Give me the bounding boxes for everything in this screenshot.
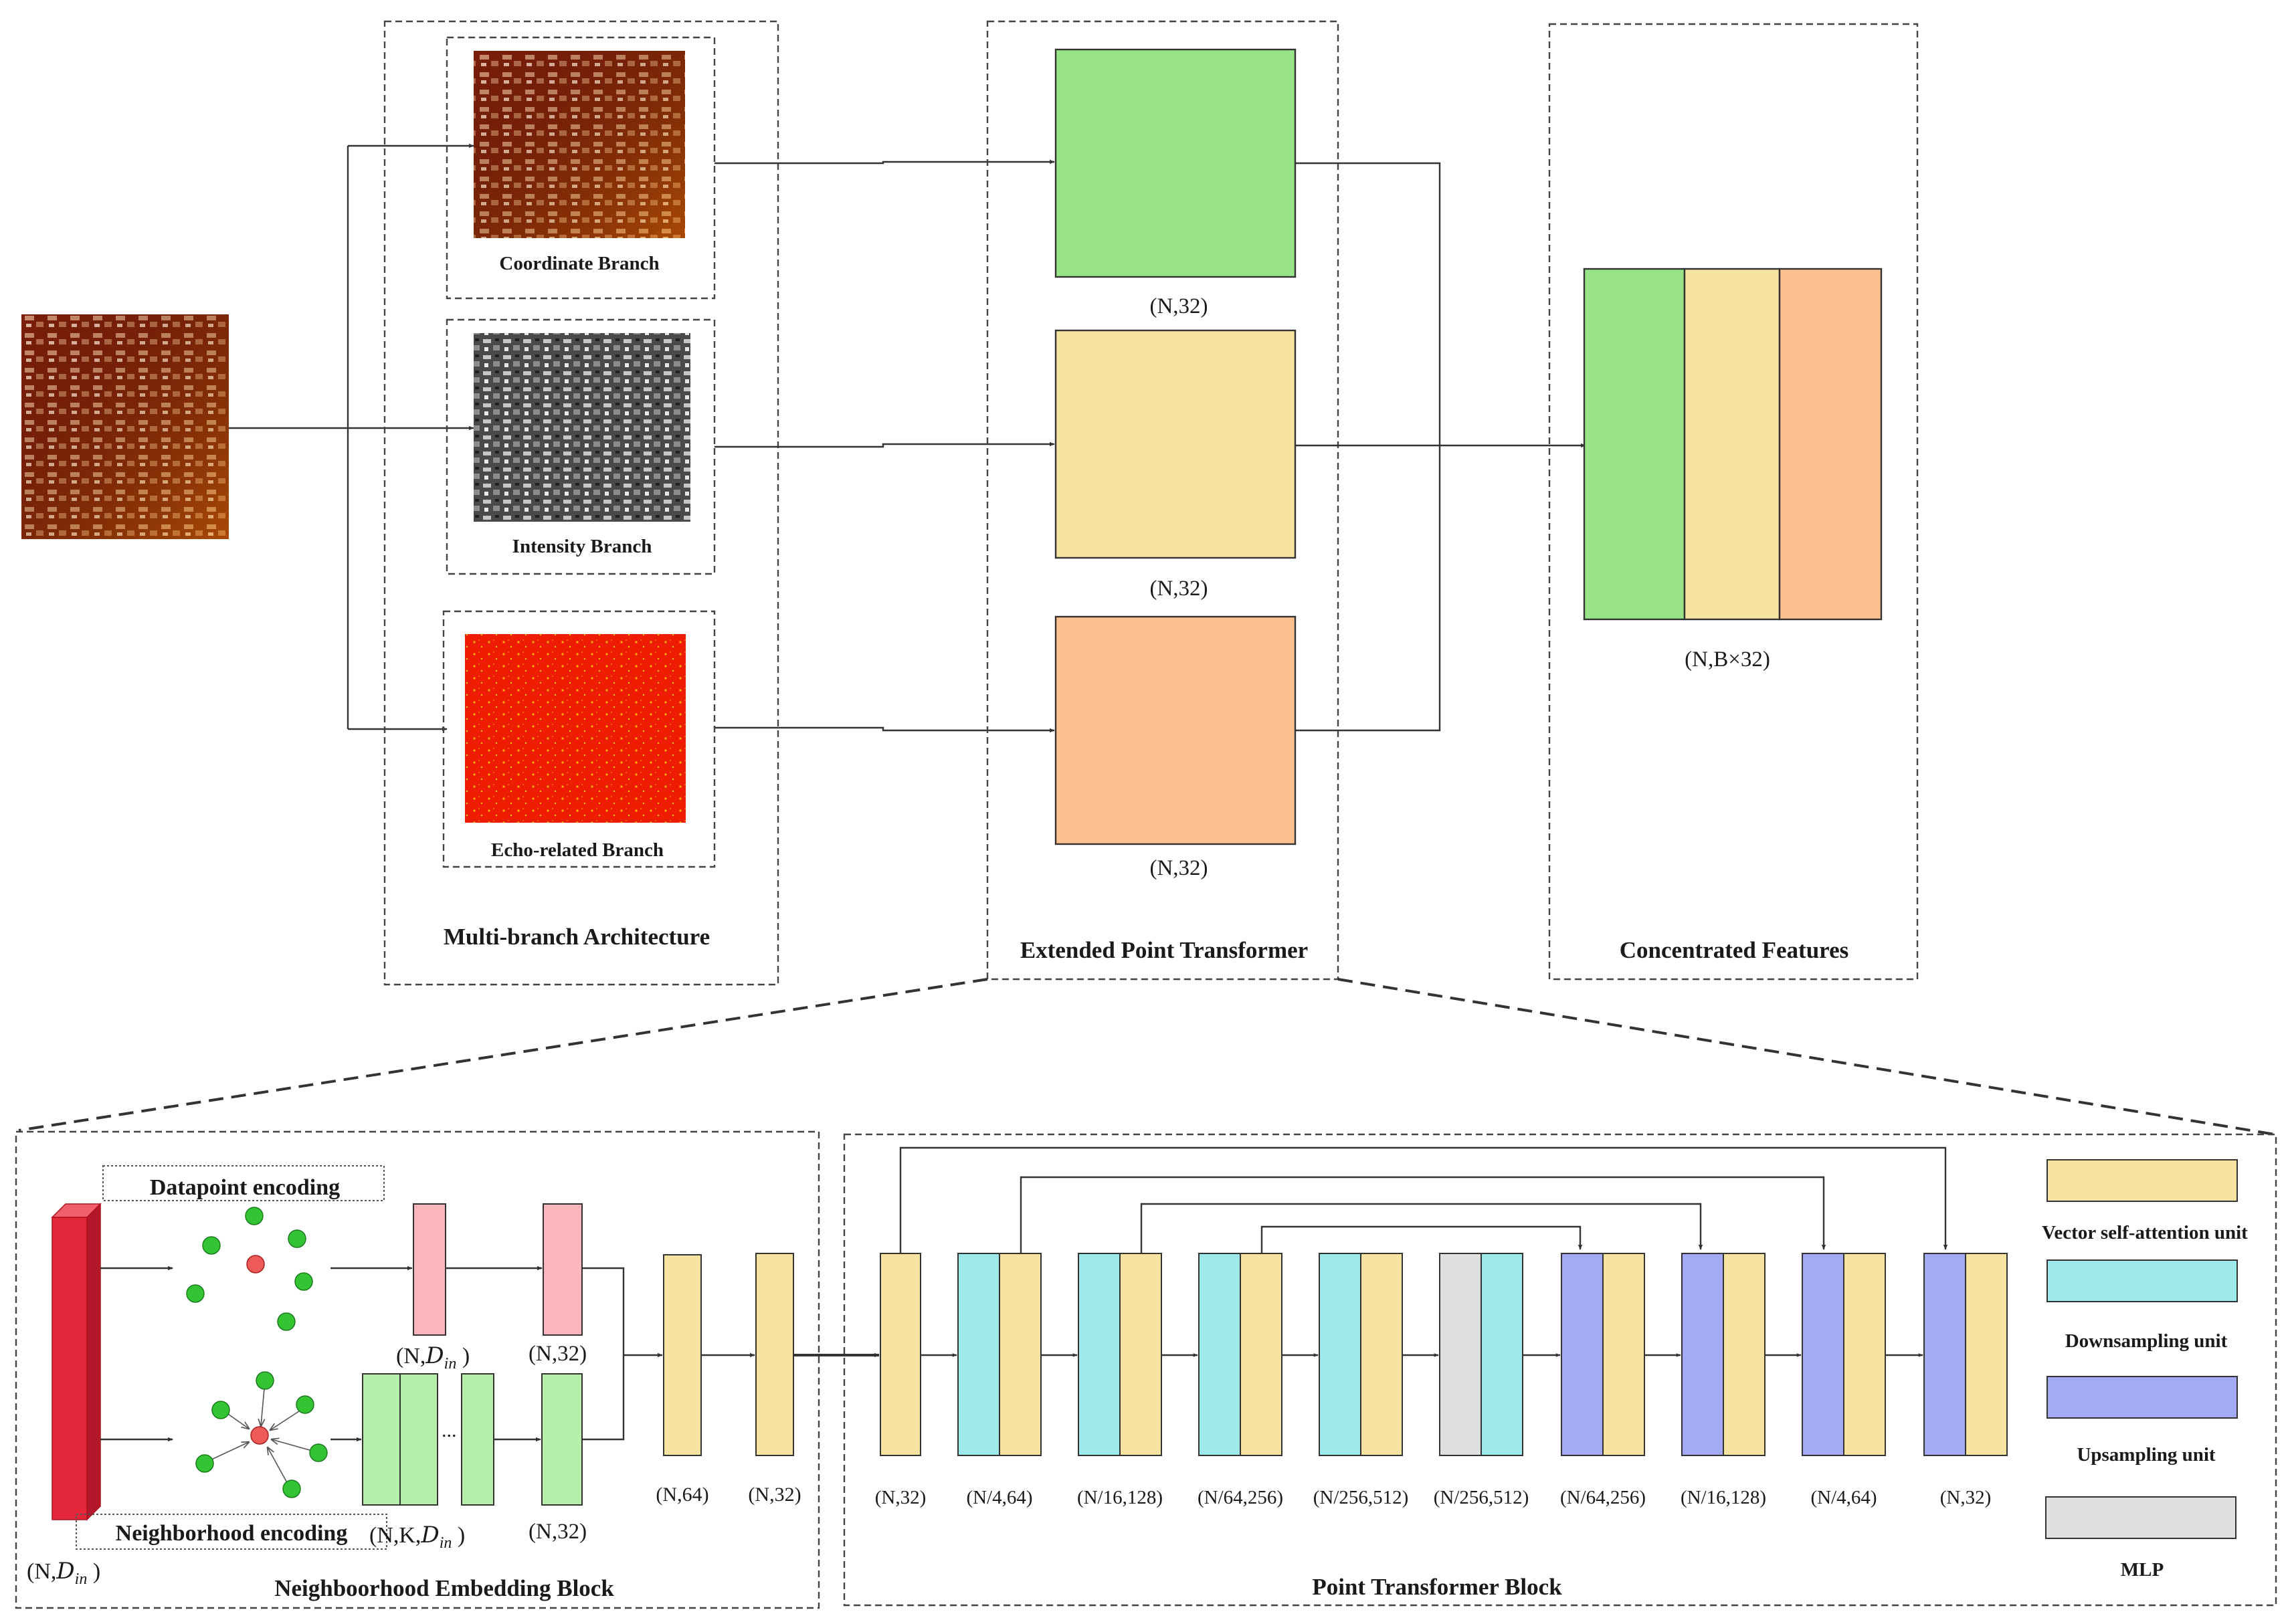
- pt-label-7: (N/64,256): [1560, 1487, 1646, 1508]
- neighborhood-encoding-label: Neighborhood encoding: [116, 1521, 348, 1546]
- pt-title: Point Transformer Block: [1312, 1574, 1562, 1600]
- pt-label-6: (N/256,512): [1434, 1487, 1529, 1508]
- pt-label-5: (N/256,512): [1313, 1487, 1409, 1508]
- pt-column-labels: (N,32) (N/4,64) (N/16,128) (N/64,256) (N…: [875, 1487, 1992, 1508]
- input-feature-bar: [51, 1203, 102, 1521]
- transformer-output-2-label: (N,32): [1149, 577, 1208, 601]
- skip-connections: [899, 1146, 1948, 1253]
- echo-map-image: [465, 634, 686, 823]
- n32-label: (N,32): [748, 1484, 801, 1506]
- concat-title: Concentrated Features: [1620, 937, 1848, 963]
- pt-unit-7: [1561, 1253, 1645, 1456]
- branch-to-transformer-arrows: [715, 159, 1055, 733]
- pt-unit-4: [1198, 1253, 1282, 1456]
- embedding-block: Datapoint encoding Neighborhood encoding…: [15, 1130, 820, 1609]
- neighbor-mlp-block: [541, 1373, 583, 1506]
- pt-unit-2: [957, 1253, 1042, 1456]
- transformer-title: Extended Point Transformer: [1020, 937, 1308, 963]
- pt-unit-3: [1078, 1253, 1162, 1456]
- pt-label-9: (N/4,64): [1810, 1487, 1877, 1508]
- pt-unit-8: [1681, 1253, 1766, 1456]
- pt-unit-6: [1439, 1253, 1523, 1456]
- legend: Vector self-attention unit Downsampling …: [2042, 1159, 2248, 1581]
- echo-branch-label: Echo-related Branch: [491, 839, 664, 861]
- input-point-cloud-image: [21, 314, 229, 539]
- pt-label-4: (N/64,256): [1198, 1487, 1283, 1508]
- pt-label-8: (N/16,128): [1681, 1487, 1766, 1508]
- datapoint-encoding-box: [102, 1165, 385, 1201]
- intensity-branch-box: [446, 318, 716, 575]
- legend-label-attention: Vector self-attention unit: [2042, 1222, 2248, 1243]
- concat-shape-label: (N,B×32): [1685, 647, 1770, 672]
- pt-label-3: (N/16,128): [1077, 1487, 1163, 1508]
- concat-feature-yellow: [1683, 268, 1781, 621]
- intensity-map-image: [474, 333, 690, 522]
- pt-unit-5: [1319, 1253, 1403, 1456]
- pt-unit-9: [1802, 1253, 1886, 1456]
- datapoint-mlp-block: [543, 1203, 583, 1336]
- legend-label-downsampling: Downsampling unit: [2065, 1330, 2228, 1352]
- pt-unit-1: [880, 1253, 921, 1456]
- legend-label-upsampling: Upsampling unit: [2077, 1444, 2215, 1465]
- multi-branch-panel: Coordinate Branch Intensity Branch Echo-…: [383, 20, 779, 986]
- transformer-output-2: [1054, 329, 1297, 559]
- merge-connector: [582, 1267, 625, 1441]
- transformer-panel: (N,32) (N,32) (N,32) Extended Point Tran…: [986, 20, 1339, 981]
- concat-feature-green: [1583, 268, 1686, 621]
- neighbor-feature-block-2: [399, 1373, 438, 1506]
- nk-din-label: (N,K,Din ): [369, 1522, 465, 1552]
- coordinate-map-image: [474, 51, 685, 238]
- n64-label: (N,64): [656, 1484, 708, 1506]
- coordinate-branch-label: Coordinate Branch: [499, 253, 659, 274]
- din-label: (N,Din ): [396, 1342, 470, 1373]
- input-dim-label: (N,Din ): [27, 1558, 100, 1588]
- datapoint-dots-icon: [186, 1207, 313, 1331]
- transformer-output-3-label: (N,32): [1149, 856, 1208, 880]
- zoom-lines: [18, 978, 2275, 1136]
- input-split-connectors: [229, 143, 474, 732]
- neighbor-n32-label: (N,32): [529, 1520, 587, 1544]
- legend-swatch-upsampling: [2046, 1376, 2238, 1419]
- concat-feature-orange: [1778, 268, 1883, 621]
- neighborhood-star-icon: [195, 1371, 328, 1498]
- pt-label-10: (N,32): [1940, 1487, 1992, 1508]
- legend-swatch-downsampling: [2046, 1259, 2238, 1302]
- transformer-output-1-label: (N,32): [1149, 294, 1208, 318]
- legend-label-mlp: MLP: [2121, 1559, 2164, 1581]
- pt-label-1: (N,32): [875, 1487, 927, 1508]
- embedding-n64-block: [663, 1254, 702, 1456]
- embedding-title: Neighboorhood Embedding Block: [274, 1575, 614, 1601]
- pt-label-2: (N/4,64): [966, 1487, 1032, 1508]
- neighbor-feature-block-k: [461, 1373, 494, 1506]
- legend-swatch-attention: [2046, 1159, 2238, 1202]
- coordinate-branch-box: [446, 36, 716, 300]
- point-transformer-block: (N,32) (N/4,64) (N/16,128) (N/64,256) (N…: [843, 1133, 2277, 1607]
- concat-panel: (N,B×32) Concentrated Features: [1548, 23, 1919, 981]
- intensity-branch-label: Intensity Branch: [512, 536, 652, 557]
- multi-branch-title: Multi-branch Architecture: [444, 924, 710, 950]
- ellipsis-label: ...: [442, 1419, 457, 1441]
- datapoint-feature-block: [413, 1203, 446, 1336]
- transformer-output-1: [1054, 48, 1297, 278]
- datapoint-n32-label: (N,32): [529, 1342, 587, 1366]
- echo-branch-box: [442, 610, 716, 868]
- embedding-n32-block: [755, 1253, 794, 1456]
- pt-unit-10: [1923, 1253, 2008, 1456]
- datapoint-encoding-label: Datapoint encoding: [150, 1175, 340, 1200]
- transformer-output-3: [1054, 615, 1297, 845]
- transformer-to-concat-connectors: [1295, 162, 1586, 732]
- legend-swatch-mlp: [2045, 1496, 2236, 1539]
- neighbor-feature-block-1: [362, 1373, 401, 1506]
